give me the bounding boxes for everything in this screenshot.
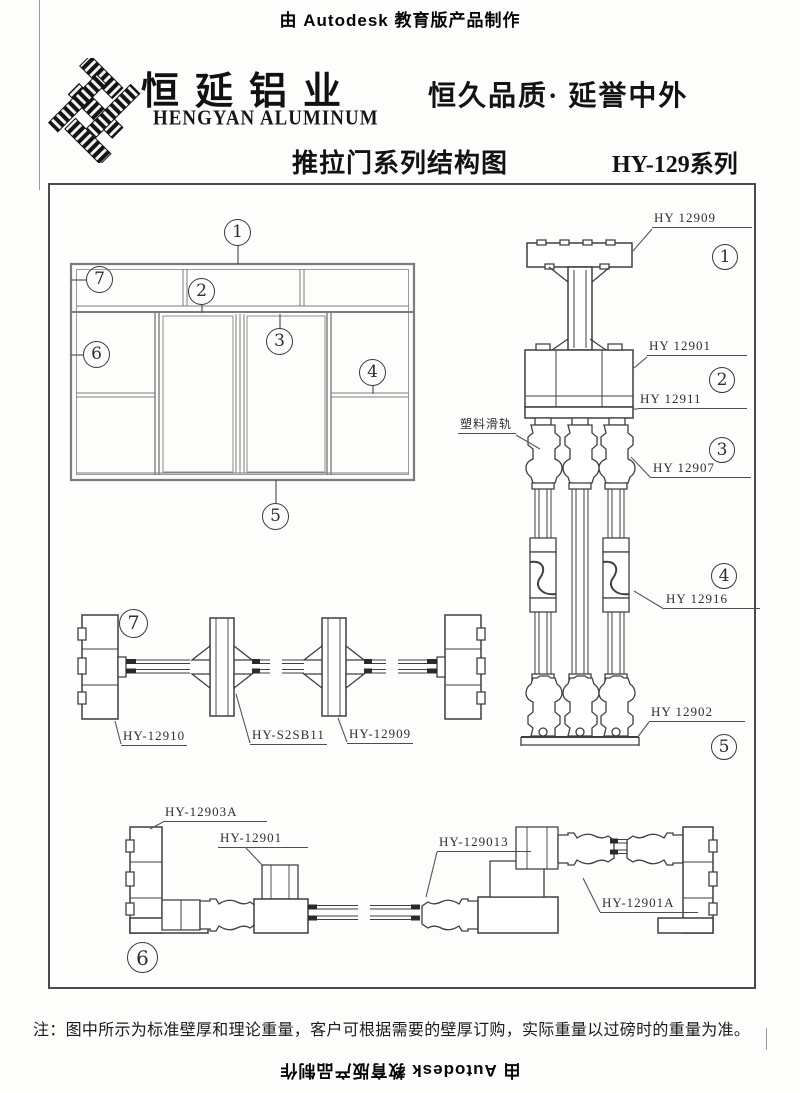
company-name-cn: 恒延铝业 [141,71,358,113]
callout-1-elevation: 1 [224,219,251,246]
glazing-blocks-row6 [308,838,618,921]
company-name-en: HENGYAN ALUMINUM [153,106,379,129]
callout-7-elevation: 7 [86,266,113,293]
callout-3-section: 3 [709,437,735,463]
label-hy-12911: HY 12911 [638,391,747,410]
callout-2-elevation: 2 [188,278,215,305]
leader-lines-stack [516,229,664,738]
callout-6-row: 6 [127,942,158,973]
glazing-lines-row7 [126,660,437,673]
trim-mark-left [39,0,40,190]
label-hy-12901-bottom: HY-12901 [218,830,308,849]
glazing-lines-row6-lower [308,906,420,920]
glass-panel-lines [535,485,624,678]
trim-mark-right [766,1028,767,1050]
drawing-border [49,184,755,988]
company-logo [47,58,141,163]
label-hy-12901a: HY-12901A [600,895,698,914]
label-hy-12909-horizontal: HY-12909 [347,726,414,745]
label-hy-12907: HY 12907 [651,460,751,479]
label-hy-12903a: HY-12903A [163,804,267,823]
callout-6-elevation: 6 [83,341,110,368]
label-hy-129013: HY-129013 [437,834,531,853]
leader-lines-row7 [115,694,347,744]
glazing-blocks-row7 [126,659,437,674]
callout-5-elevation: 5 [262,503,289,530]
label-hy-s2sb11: HY-S2SB11 [250,727,327,746]
company-slogan: 恒久品质· 延誉中外 [428,81,689,112]
callout-1-section: 1 [712,244,738,270]
label-hy-12909: HY 12909 [652,210,752,229]
horizontal-section-row7 [78,615,485,744]
autodesk-watermark-top: 由 Autodesk 教育版产品制作 [279,11,521,30]
callout-7-row: 7 [119,609,148,638]
callout-5-section: 5 [711,734,737,760]
label-plastic-track: 塑料滑轨 [458,417,516,435]
elevation-diagram [71,246,414,503]
footnote: 注：图中所示为标准壁厚和理论重量，客户可根据需要的壁厚订购，实际重量以过磅时的重… [33,1022,751,1039]
callout-2-section: 2 [709,367,735,393]
label-hy-12902: HY 12902 [649,704,745,723]
series-code: HY-129系列 [612,152,738,178]
callout-4-elevation: 4 [359,359,386,386]
roller-profiles-bottom [521,676,639,746]
vertical-section-stack [516,229,664,746]
drawing-title: 推拉门系列结构图 [292,148,509,178]
label-hy-12901: HY 12901 [647,338,747,357]
roller-profiles-top [526,425,635,485]
leader-lines-row6 [150,822,600,912]
interlock-profiles [530,538,629,612]
callout-3-elevation: 3 [266,328,293,355]
label-hy-12910: HY-12910 [121,728,188,747]
glazing-lines-row6-upper [610,840,627,854]
horizontal-section-row6 [126,822,717,933]
label-hy-12916: HY 12916 [664,591,760,610]
callout-4-section: 4 [711,563,737,589]
